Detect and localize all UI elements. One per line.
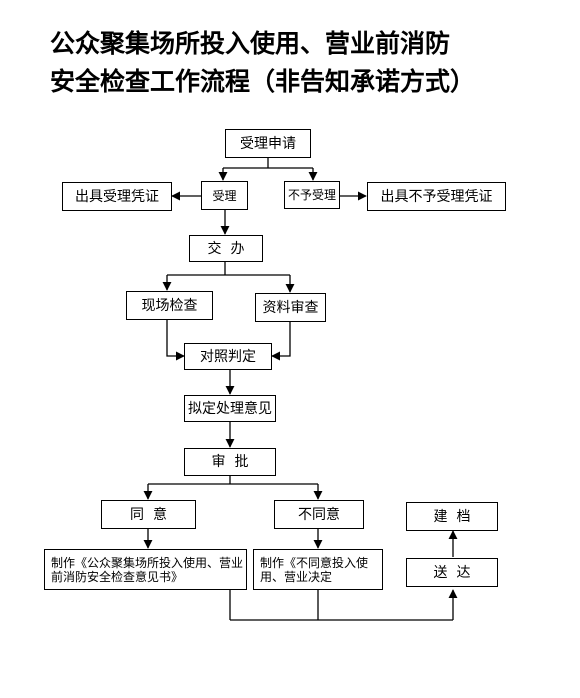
node-archive: 建 档 — [406, 502, 498, 531]
node-agree: 同 意 — [101, 500, 196, 529]
node-site-inspection: 现场检查 — [126, 291, 213, 320]
diagram-title-line2: 安全检查工作流程（非告知承诺方式） — [50, 67, 476, 96]
node-make-disagree-doc: 制作《不同意投入使用、营业决定 — [253, 549, 383, 590]
node-disagree: 不同意 — [274, 500, 364, 529]
node-deliver: 送 达 — [406, 558, 498, 587]
arrow-site-to-judge — [166, 320, 185, 361]
node-compare-judge: 对照判定 — [184, 343, 272, 370]
node-assign: 交 办 — [189, 235, 263, 262]
diagram-title-line1: 公众聚集场所投入使用、营业前消防 — [50, 29, 451, 58]
node-make-opinion-doc: 制作《公众聚集场所投入使用、营业前消防安全检查意见书》 — [44, 549, 247, 590]
node-approve: 审 批 — [184, 448, 276, 476]
node-accept-application: 受理申请 — [225, 129, 311, 158]
node-reject: 不予受理 — [284, 181, 340, 209]
node-issue-reject-cert: 出具不予受理凭证 — [367, 182, 506, 211]
node-document-review: 资料审查 — [255, 293, 326, 322]
arrow-docs-to-judge — [271, 322, 291, 361]
node-accept: 受理 — [201, 181, 248, 210]
node-draft-opinion: 拟定处理意见 — [184, 395, 276, 422]
node-issue-accept-cert: 出具受理凭证 — [62, 182, 172, 211]
